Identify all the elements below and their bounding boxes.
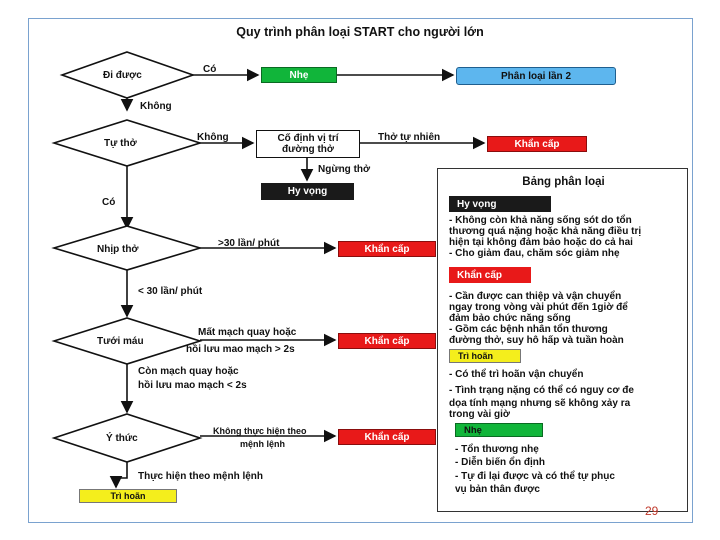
legend-immediate-line: - Gồm các bệnh nhân tổn thương [449,324,608,335]
diamond-rate-label: Nhịp thở [97,244,139,255]
edge-label-no-1: Không [140,101,172,112]
edge-label-perf-ok-1: Còn mạch quay hoặc [138,366,239,377]
legend-expectant-line: - Không còn khả năng sống sót do tổn [449,215,632,226]
box-immediate-4: Khẩn cấp [338,429,436,445]
legend-immediate-line: đảm bảo chức năng sống [449,313,571,324]
edge-label-rate-high: >30 lần/ phút [218,238,280,249]
diamond-mental [51,413,203,463]
legend-delayed-line: dọa tính mạng nhưng sẽ không xảy ra [449,398,631,409]
diamond-walk [59,51,196,99]
slide-frame [28,18,693,523]
legend-expectant-line: thương quá nặng hoặc khả năng điều trị [449,226,642,237]
box-mild: Nhẹ [261,67,337,83]
edge-label-mental-no-2: mệnh lệnh [240,439,286,449]
diamond-mental-label: Ý thức [106,433,138,444]
edge-label-mental-yes: Thực hiện theo mệnh lệnh [138,471,264,482]
edge-label-mental-no-1: Không thực hiện theo [213,426,307,436]
page-number: 29 [645,504,659,518]
diamond-breath-label: Tự thở [104,138,137,149]
edge-label-perf-bad-1: Mất mạch quay hoặc [198,327,297,338]
legend-mild-line: vụ bản thân được [455,484,540,495]
legend-immediate-box: Khẩn cấp [449,267,531,283]
legend-mild-line: - Diễn biến ổn định [455,457,545,468]
legend-mild-line: - Tổn thương nhẹ [455,444,539,455]
legend-panel: Bảng phân loại Hy vọng - Không còn khả n… [437,168,688,512]
edge-label-apnea: Ngừng thở [318,164,371,175]
box-second-triage: Phân loại lần 2 [456,67,616,85]
arrow-mental-to-delay [109,462,128,489]
edge-label-yes-1: Có [203,64,217,75]
edge-label-yes-2: Có [102,197,116,208]
edge-label-rate-low: < 30 lần/ phút [138,286,203,297]
box-airway: Cố định vị trí đường thở [256,130,360,158]
legend-expectant-line: hiện tại không đảm bảo hoặc do cả hai [449,237,633,248]
legend-immediate-line: - Cần được can thiệp và vận chuyển [449,291,622,302]
legend-immediate-line: ngay trong vòng vài phút đến 1giờ để [449,302,628,313]
box-expectant: Hy vọng [261,183,354,200]
edge-label-perf-bad-2: hồi lưu mao mạch > 2s [186,344,295,355]
diamond-breath [51,119,203,167]
legend-delayed-line: trong vài giờ [449,409,511,420]
legend-expectant-box: Hy vọng [449,196,551,212]
legend-delayed-line: - Tình trạng nặng có thể có nguy cơ đe [449,385,634,396]
edge-label-spontaneous: Thở tự nhiên [378,132,441,143]
box-immediate-1: Khẩn cấp [487,136,587,152]
diamond-perfusion-label: Tưới máu [97,336,144,347]
box-delayed: Trì hoãn [79,489,177,503]
legend-delayed-line: - Có thể trì hoãn vận chuyển [449,369,584,380]
page-title: Quy trình phân loại START cho người lớn [236,25,484,39]
diamond-rate [51,225,203,271]
diamond-perfusion [51,317,203,365]
legend-expectant-line: - Cho giảm đau, chăm sóc giảm nhẹ [449,248,620,259]
box-airway-line2: đường thở [281,144,334,155]
diamond-walk-label: Đi được [103,70,142,81]
box-immediate-2: Khẩn cấp [338,241,436,257]
legend-delayed-box: Trì hoãn [449,349,521,363]
box-airway-line1: Cố định vị trí [277,132,339,144]
edge-label-perf-ok-2: hồi lưu mao mạch < 2s [138,380,247,391]
edge-label-no-2: Không [197,132,229,143]
legend-mild-line: - Tự đi lại được và có thể tự phục [455,471,615,482]
legend-immediate-line: đường thở, suy hô hấp và tuần hoàn [449,335,624,346]
box-immediate-3: Khẩn cấp [338,333,436,349]
legend-mild-box: Nhẹ [455,423,543,437]
legend-title: Bảng phân loại [522,176,605,188]
